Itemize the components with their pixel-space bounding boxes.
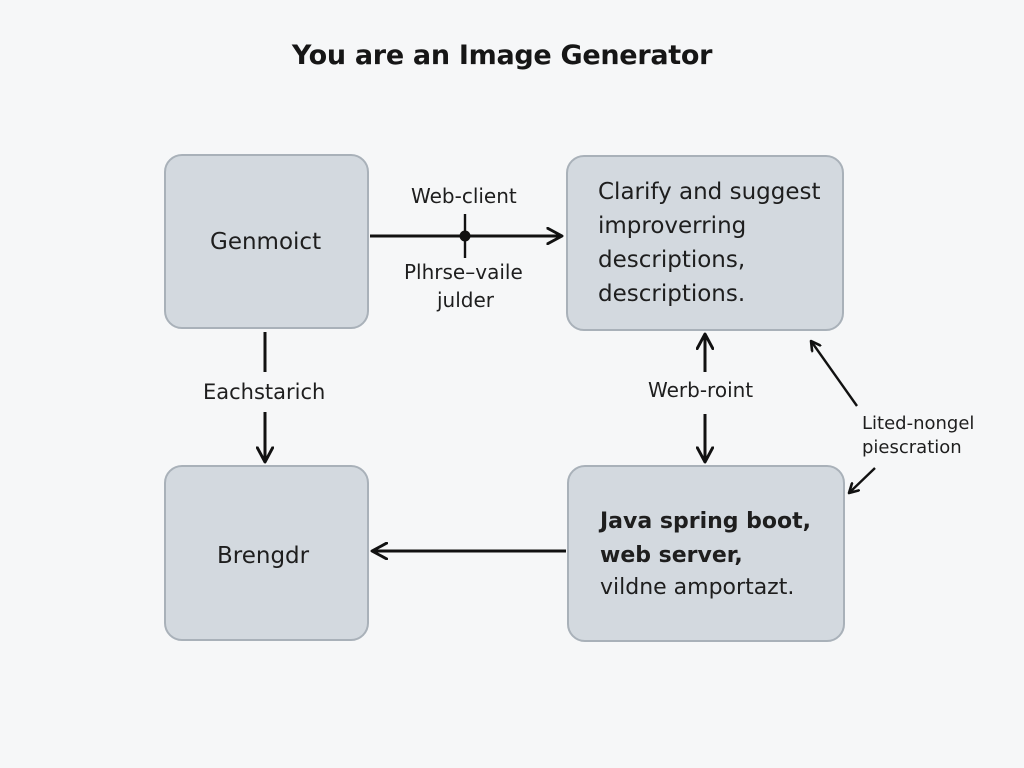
node-clarify-line-2: improverring [598, 213, 747, 239]
edge-label-phrase-value-line-1: Plhrse–vaile [404, 260, 523, 284]
node-java-line-3: vildne amportazt. [600, 575, 795, 600]
node-clarify[interactable]: Clarify and suggest improverring descrip… [566, 155, 844, 331]
node-java[interactable]: Java spring boot, web server, vildne amp… [567, 465, 845, 642]
node-clarify-line-4: descriptions. [598, 281, 746, 307]
node-genmoict[interactable]: Genmoict [164, 154, 369, 329]
edge-junction-dot [459, 230, 471, 242]
edge-lited-to-java [849, 467, 876, 493]
node-java-line-1: Java spring boot, [600, 509, 812, 534]
node-clarify-line-3: descriptions, [598, 247, 746, 273]
node-clarify-line-1: Clarify and suggest [598, 179, 821, 205]
diagram-title: You are an Image Generator [291, 40, 713, 71]
node-java-line-2: web server, [600, 543, 743, 568]
edge-label-lited-line-2: piescration [862, 437, 962, 458]
edge-label-phrase-value-line-2: julder [437, 288, 495, 312]
node-brengdr[interactable]: Brengdr [164, 465, 369, 641]
edge-label-web-client: Web-client [411, 184, 517, 208]
edge-label-werb-roint: Werb-roint [648, 378, 754, 402]
edge-lited-to-clarify [811, 341, 858, 407]
node-genmoict-label: Genmoict [210, 229, 322, 255]
node-brengdr-label: Brengdr [217, 543, 310, 569]
edge-label-eachstarich: Eachstarich [203, 380, 326, 404]
edge-label-lited-line-1: Lited-nongel [862, 413, 975, 434]
